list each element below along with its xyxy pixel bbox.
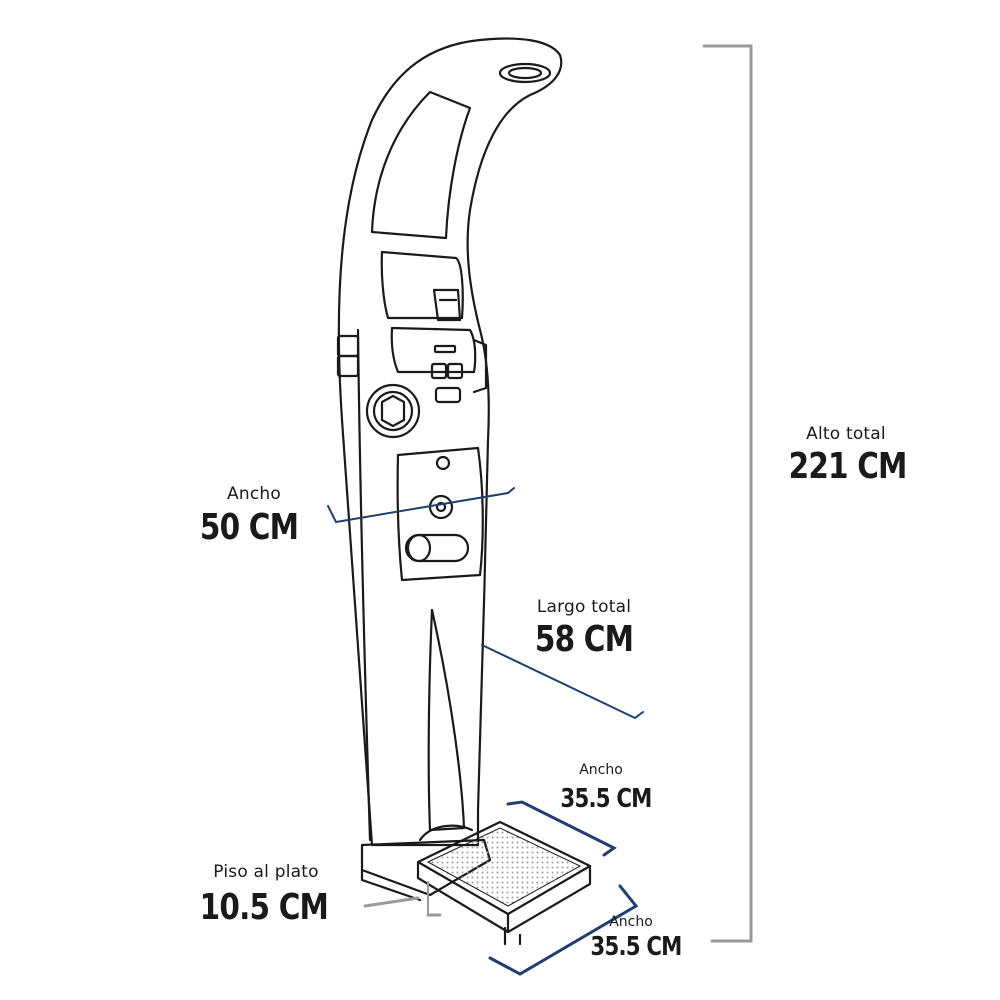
head-sensor [498, 62, 552, 84]
rotary-knob [365, 383, 421, 439]
ancho-platform-side-line [488, 884, 639, 976]
head-window [370, 90, 472, 240]
largo-total-label: Largo total [536, 597, 632, 617]
piso-al-plato-value: 10.5 CM [199, 887, 329, 928]
largo-total-value: 58 CM [534, 619, 634, 660]
alto-total-bracket [702, 44, 753, 943]
ancho-column-label: Ancho [227, 484, 281, 504]
display-panel [380, 250, 464, 320]
ancho-platform-front-label: Ancho [579, 762, 623, 778]
platform-side [416, 860, 510, 934]
control-panel [390, 326, 477, 374]
ancho-column-line [327, 487, 515, 524]
piso-al-plato-label: Piso al plato [213, 862, 319, 882]
ancho-platform-side-label: Ancho [609, 914, 653, 930]
column-opening [427, 608, 466, 832]
column-outline [337, 37, 563, 847]
ancho-platform-front-value: 35.5 CM [560, 784, 652, 814]
piso-al-plato-line [363, 896, 442, 917]
ancho-platform-front-line [506, 800, 617, 857]
platform-texture [426, 827, 582, 907]
ancho-column-value: 50 CM [199, 507, 299, 548]
alto-total-label: Alto total [806, 424, 886, 444]
alto-total-value: 221 CM [788, 446, 908, 487]
largo-total-line [481, 644, 644, 720]
ancho-platform-side-value: 35.5 CM [590, 932, 682, 962]
lower-panel [396, 446, 484, 582]
